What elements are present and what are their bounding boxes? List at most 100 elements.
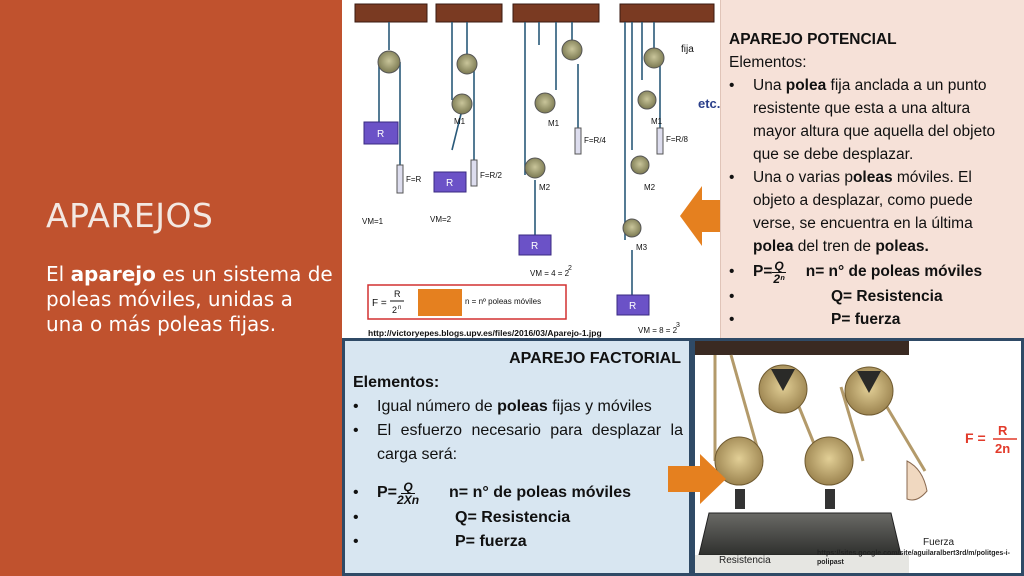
photo-formula-f: F =	[965, 430, 986, 446]
polipasto-illustration: Resistencia Fuerza F = R 2n	[695, 341, 1017, 573]
vm-4: VM = 8 = 2	[638, 326, 678, 335]
fixed-pulley-3	[561, 39, 583, 61]
factorial-q: • Q= Resistencia	[353, 506, 683, 530]
factorial-f-def: P= fuerza	[455, 533, 527, 550]
factorial-q-def: Q= Resistencia	[455, 509, 571, 526]
spring-2	[470, 159, 478, 187]
load-label-4: R	[629, 301, 636, 312]
formula-den-exp: n	[398, 305, 401, 311]
slide-title: APAREJOS	[46, 196, 214, 235]
factorial-box: APAREJO FACTORIAL Elementos: • Igual núm…	[342, 338, 692, 576]
potencial-box: APAREJO POTENCIAL Elementos: • Una polea…	[720, 0, 1024, 340]
factorial-b1-b: fijas y móviles	[547, 398, 652, 415]
bullet-icon: •	[353, 398, 359, 415]
bullet-icon: •	[353, 533, 359, 550]
force-4: F=R/8	[666, 135, 689, 144]
formula-n: n = nº poleas móviles	[465, 297, 541, 306]
formula-den: 2	[392, 305, 397, 315]
fija-label: fija	[681, 44, 694, 55]
mobile-pulley-4a	[637, 90, 657, 110]
photo-fuerza: Fuerza	[923, 537, 955, 548]
factorial-n-def: n= n° de poleas móviles	[449, 484, 632, 501]
m3-label-4: M3	[636, 243, 648, 252]
vm-3-exp: 2	[568, 265, 572, 272]
mobile-pulley-4c	[622, 218, 642, 238]
potencial-f-def: P= fuerza	[831, 311, 901, 328]
load-label-1: R	[377, 129, 384, 140]
potencial-b1-b: fija anclada a un punto resistente que e…	[753, 77, 996, 163]
vm-2: VM=2	[430, 215, 452, 224]
force-1: F=R	[406, 175, 422, 184]
load-box-3	[518, 234, 552, 256]
potencial-title: APAREJO POTENCIAL	[729, 31, 897, 48]
formula-swatch	[418, 289, 462, 316]
potencial-q: • Q= Resistencia	[729, 285, 1016, 308]
m1-label-2: M1	[454, 117, 466, 126]
potencial-b1-a: Una	[753, 77, 786, 94]
m2-label-3: M2	[539, 183, 551, 192]
arrow-left-icon	[680, 186, 728, 246]
body-prefix: El	[46, 262, 71, 286]
potencial-b2-bold: oleas	[852, 169, 893, 186]
m1-label-3: M1	[548, 119, 560, 128]
potencial-den: 2ⁿ	[773, 272, 785, 286]
arrow-right-icon	[668, 454, 726, 504]
formula-box	[367, 284, 567, 320]
potencial-n-def: n= n° de poleas móviles	[805, 263, 983, 280]
factorial-b2: El esfuerzo necesario para desplazar la …	[377, 422, 683, 463]
potencial-b1-bold: polea	[785, 77, 827, 94]
formula-f: F =	[372, 298, 387, 309]
spring-1	[396, 164, 404, 194]
bullet-icon: •	[353, 422, 359, 439]
photo-formula-num: R	[998, 423, 1008, 438]
photo-formula-den: 2n	[995, 441, 1010, 456]
potencial-b2-bold3: poleas.	[875, 238, 929, 255]
potencial-bullet-2: • Una o varias poleas móviles. El objeto…	[729, 166, 1016, 258]
fixed-pulley-2	[456, 53, 478, 75]
beam-4	[619, 3, 715, 23]
mobile-pulley-2	[451, 93, 473, 115]
factorial-elements: Elementos:	[353, 374, 440, 391]
bullet-icon: •	[729, 169, 735, 186]
beam-1	[354, 3, 428, 23]
spring-3	[574, 127, 582, 155]
bullet-icon: •	[729, 311, 735, 328]
force-3: F=R/4	[584, 136, 607, 145]
photo-caption: https://sites.google.com/site/aguilaralb…	[817, 550, 1010, 566]
factorial-bullet-1: • Igual número de poleas fijas y móviles	[353, 395, 683, 419]
factorial-bullet-2: • El esfuerzo necesario para desplazar l…	[353, 419, 683, 467]
load-label-3: R	[531, 241, 538, 252]
slide-body: El aparejo es un sistema de poleas móvil…	[46, 262, 336, 337]
source-url: http://victoryepes.blogs.upv.es/files/20…	[368, 328, 602, 338]
potencial-f: • P= fuerza	[729, 308, 1016, 331]
factorial-num: Q	[401, 480, 415, 494]
beam-3	[512, 3, 600, 23]
force-2: F=R/2	[480, 171, 503, 180]
mobile-pulley-3b	[524, 157, 546, 179]
load-box-1	[363, 121, 399, 145]
load-box-2	[433, 171, 467, 193]
load-label-2: R	[446, 178, 453, 189]
bullet-icon: •	[353, 484, 359, 501]
body-bold: aparejo	[70, 262, 156, 286]
beam-2	[435, 3, 503, 23]
vm-4-exp: 3	[676, 322, 680, 329]
mobile-pulley-3a	[534, 92, 556, 114]
factorial-f: • P= fuerza	[353, 530, 683, 554]
bullet-icon: •	[353, 509, 359, 526]
etc-label: etc.	[698, 96, 720, 111]
factorial-title: APAREJO FACTORIAL	[509, 350, 681, 367]
spring-4	[656, 127, 664, 155]
photo-pulley-3	[714, 436, 764, 486]
bullet-icon: •	[729, 288, 735, 305]
factorial-den: 2Xn	[397, 493, 420, 507]
pulley-diagram: R F=R VM=1 M1 R F=R/2 VM=2 M1	[342, 0, 720, 340]
potencial-b2-a: Una o varias p	[753, 169, 853, 186]
factorial-b1-a: Igual número de	[377, 398, 498, 415]
m2-label-4: M2	[644, 183, 656, 192]
potencial-b2-c: del tren de	[793, 238, 876, 255]
